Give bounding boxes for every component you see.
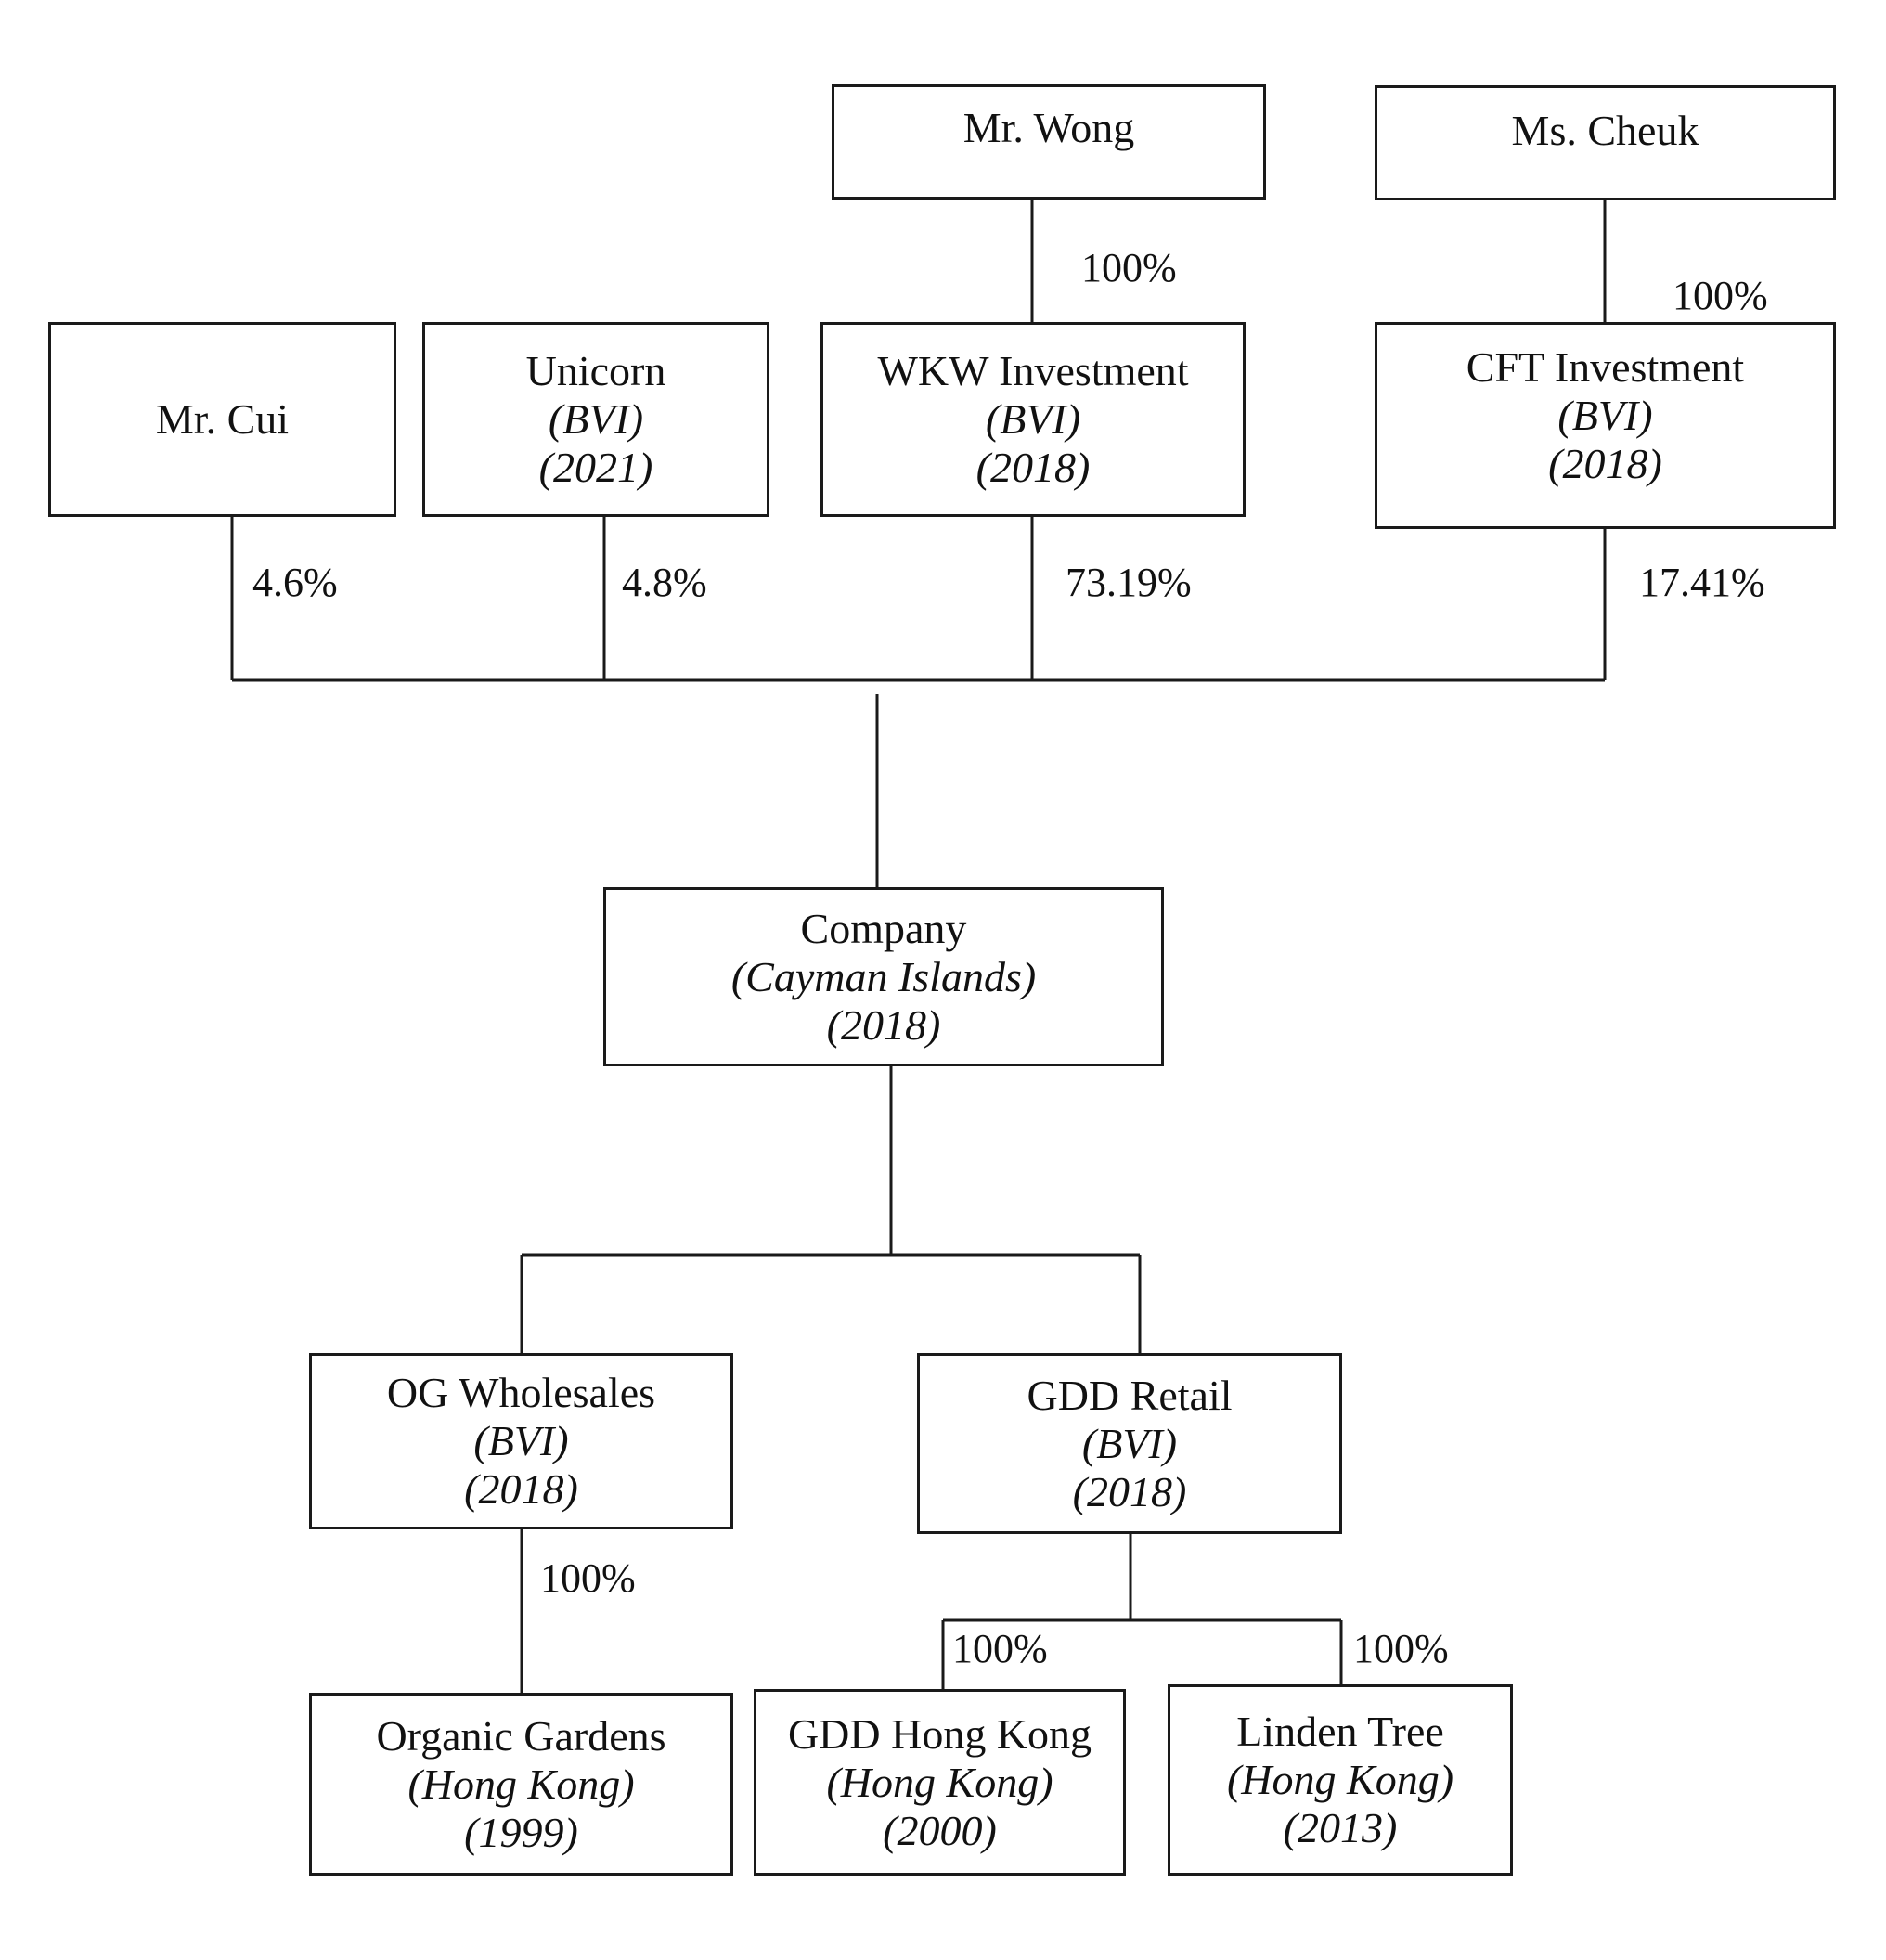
entity-year: (2021) [538, 444, 653, 491]
entity-company: Company (Cayman Islands) (2018) [603, 887, 1164, 1066]
entity-jurisdiction: (BVI) [1557, 392, 1653, 439]
entity-year: (2018) [464, 1465, 578, 1513]
entity-year: (2018) [975, 444, 1091, 491]
entity-name: GDD Retail [1027, 1371, 1233, 1419]
entity-gdd-hong-kong: GDD Hong Kong (Hong Kong) (2000) [754, 1689, 1126, 1876]
pct-cft-company: 17.41% [1639, 560, 1765, 605]
entity-name: Company [800, 904, 967, 952]
entity-og-wholesales: OG Wholesales (BVI) (2018) [309, 1353, 733, 1529]
entity-jurisdiction: (Hong Kong) [407, 1760, 635, 1808]
entity-year: (2018) [826, 1000, 941, 1049]
pct-wong-wkw: 100% [1081, 245, 1177, 290]
entity-year: (1999) [464, 1808, 578, 1856]
entity-name: Linden Tree [1236, 1708, 1444, 1755]
entity-name: Unicorn [525, 347, 666, 394]
entity-gdd-retail: GDD Retail (BVI) (2018) [917, 1353, 1342, 1534]
entity-cft-investment: CFT Investment (BVI) (2018) [1375, 322, 1836, 529]
pct-gdd-linden: 100% [1353, 1626, 1449, 1671]
pct-cui-company: 4.6% [252, 560, 338, 605]
entity-wkw-investment: WKW Investment (BVI) (2018) [820, 322, 1246, 517]
entity-jurisdiction: (BVI) [548, 395, 644, 443]
entity-year: (2018) [1072, 1467, 1187, 1515]
entity-jurisdiction: (Cayman Islands) [730, 952, 1037, 1000]
entity-year: (2000) [883, 1806, 997, 1854]
entity-mr-wong: Mr. Wong [832, 84, 1266, 200]
entity-jurisdiction: (BVI) [985, 395, 1081, 443]
entity-name: Mr. Wong [962, 104, 1135, 151]
entity-year: (2013) [1283, 1804, 1398, 1851]
entity-name: GDD Hong Kong [787, 1709, 1092, 1758]
pct-cheuk-cft: 100% [1673, 273, 1768, 318]
entity-jurisdiction: (Hong Kong) [826, 1758, 1053, 1806]
entity-jurisdiction: (BVI) [1081, 1419, 1178, 1467]
entity-ms-cheuk: Ms. Cheuk [1375, 85, 1836, 200]
entity-name: Organic Gardens [376, 1711, 666, 1760]
pct-wkw-company: 73.19% [1066, 560, 1192, 605]
entity-jurisdiction: (Hong Kong) [1226, 1756, 1454, 1803]
entity-name: OG Wholesales [386, 1369, 656, 1416]
entity-linden-tree: Linden Tree (Hong Kong) (2013) [1168, 1684, 1513, 1876]
entity-jurisdiction: (BVI) [473, 1417, 569, 1464]
entity-name: Ms. Cheuk [1511, 107, 1699, 154]
pct-gdd-hk: 100% [952, 1626, 1048, 1671]
pct-og-organic: 100% [540, 1555, 636, 1601]
entity-name: WKW Investment [877, 347, 1189, 394]
entity-mr-cui: Mr. Cui [48, 322, 396, 517]
entity-name: CFT Investment [1466, 343, 1745, 391]
entity-name: Mr. Cui [155, 395, 290, 443]
entity-organic-gardens: Organic Gardens (Hong Kong) (1999) [309, 1693, 733, 1876]
pct-unicorn-company: 4.8% [622, 560, 707, 605]
entity-year: (2018) [1548, 440, 1662, 487]
entity-unicorn: Unicorn (BVI) (2021) [422, 322, 769, 517]
